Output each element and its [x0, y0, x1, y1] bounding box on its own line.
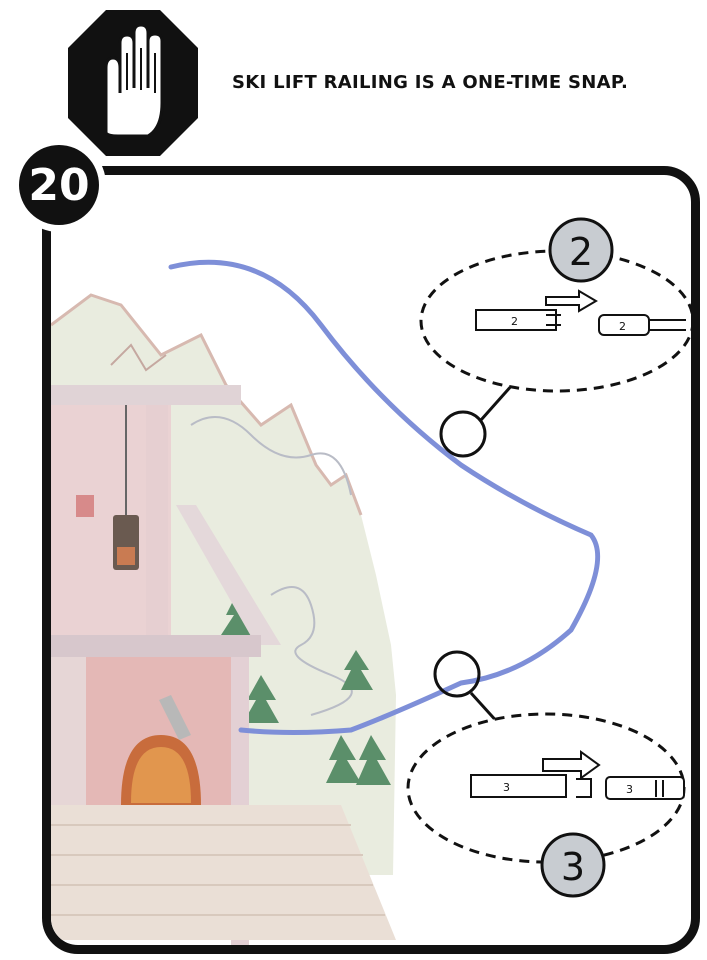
- warning-text: SKI LIFT RAILING IS A ONE-TIME SNAP.: [232, 72, 628, 93]
- assembly-illustration: 2 2 2 3 3 3: [51, 175, 700, 954]
- callout-top-number: 2: [569, 230, 593, 274]
- callout-bottom: 3 3 3: [408, 714, 684, 896]
- instruction-panel: 2 2 2 3 3 3: [42, 166, 700, 954]
- step-number-badge: 20: [10, 136, 108, 234]
- connection-point-top: [441, 412, 485, 456]
- callout-bottom-part-left: 3: [503, 781, 510, 794]
- callout-top-part-left: 2: [511, 315, 518, 328]
- connection-point-bottom: [435, 652, 479, 696]
- step-number: 20: [28, 160, 89, 211]
- callout-top: 2 2 2: [421, 219, 693, 391]
- callout-bottom-number: 3: [561, 845, 585, 889]
- callout-bottom-part-right: 3: [626, 783, 633, 796]
- callout-top-part-right: 2: [619, 320, 626, 333]
